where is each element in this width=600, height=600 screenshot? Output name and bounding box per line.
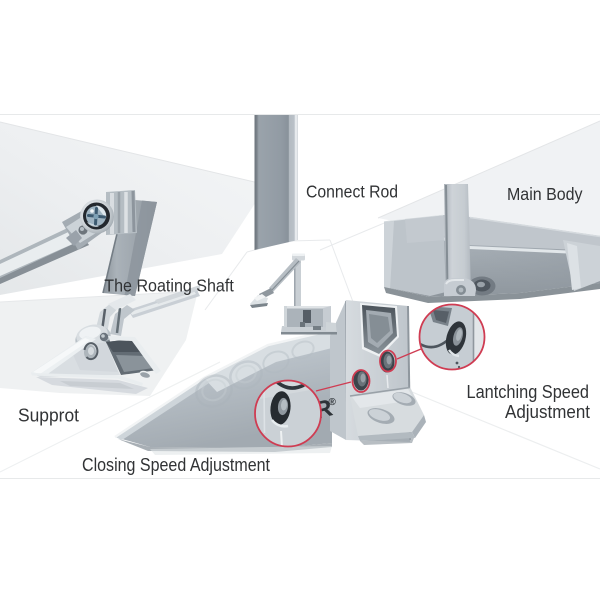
svg-text:®: ®: [329, 397, 337, 408]
svg-text:Lantching Speed: Lantching Speed: [467, 381, 590, 402]
svg-text:Main Body: Main Body: [507, 184, 583, 204]
svg-text:Connect Rod: Connect Rod: [306, 182, 398, 202]
svg-text:Adjustment: Adjustment: [505, 401, 590, 422]
svg-text:Closing Speed Adjustment: Closing Speed Adjustment: [82, 454, 270, 475]
svg-text:The Roating Shaft: The Roating Shaft: [104, 276, 234, 296]
svg-text:Supprot: Supprot: [18, 405, 79, 426]
